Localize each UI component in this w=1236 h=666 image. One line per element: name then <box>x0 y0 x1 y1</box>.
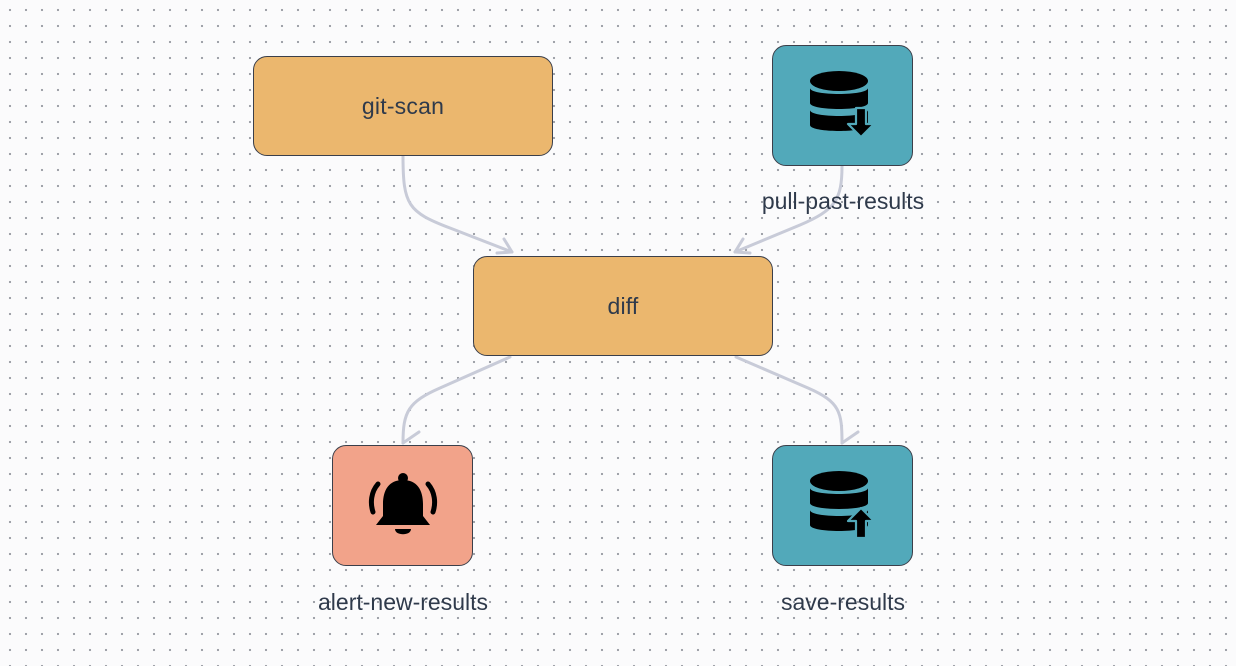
node-label: diff <box>607 292 639 319</box>
node-save-results[interactable] <box>772 445 913 566</box>
bell-ringing-icon <box>368 472 437 534</box>
node-label: git-scan <box>361 92 445 119</box>
node-caption-pull-past-results: pull-past-results <box>761 188 925 214</box>
edge-git-scan-to-diff <box>401 154 514 254</box>
node-diff[interactable]: diff <box>473 256 773 356</box>
edge-arrowhead <box>733 237 752 255</box>
edge-arrowhead <box>840 430 860 445</box>
edge-pull-past-results-to-diff <box>733 164 844 254</box>
node-alert-new-results[interactable] <box>332 445 473 566</box>
node-caption-alert-new-results: alert-new-results <box>318 589 488 615</box>
edge-diff-to-save-results <box>734 355 844 445</box>
edge-arrowhead <box>401 430 421 445</box>
node-caption-save-results: save-results <box>781 589 905 615</box>
node-git-scan[interactable]: git-scan <box>253 56 553 156</box>
edge-arrowhead <box>495 237 514 255</box>
database-download-icon <box>809 70 875 138</box>
edge-diff-to-alert-new-results <box>401 355 512 445</box>
database-upload-icon <box>809 470 875 539</box>
node-pull-past-results[interactable] <box>772 45 913 166</box>
